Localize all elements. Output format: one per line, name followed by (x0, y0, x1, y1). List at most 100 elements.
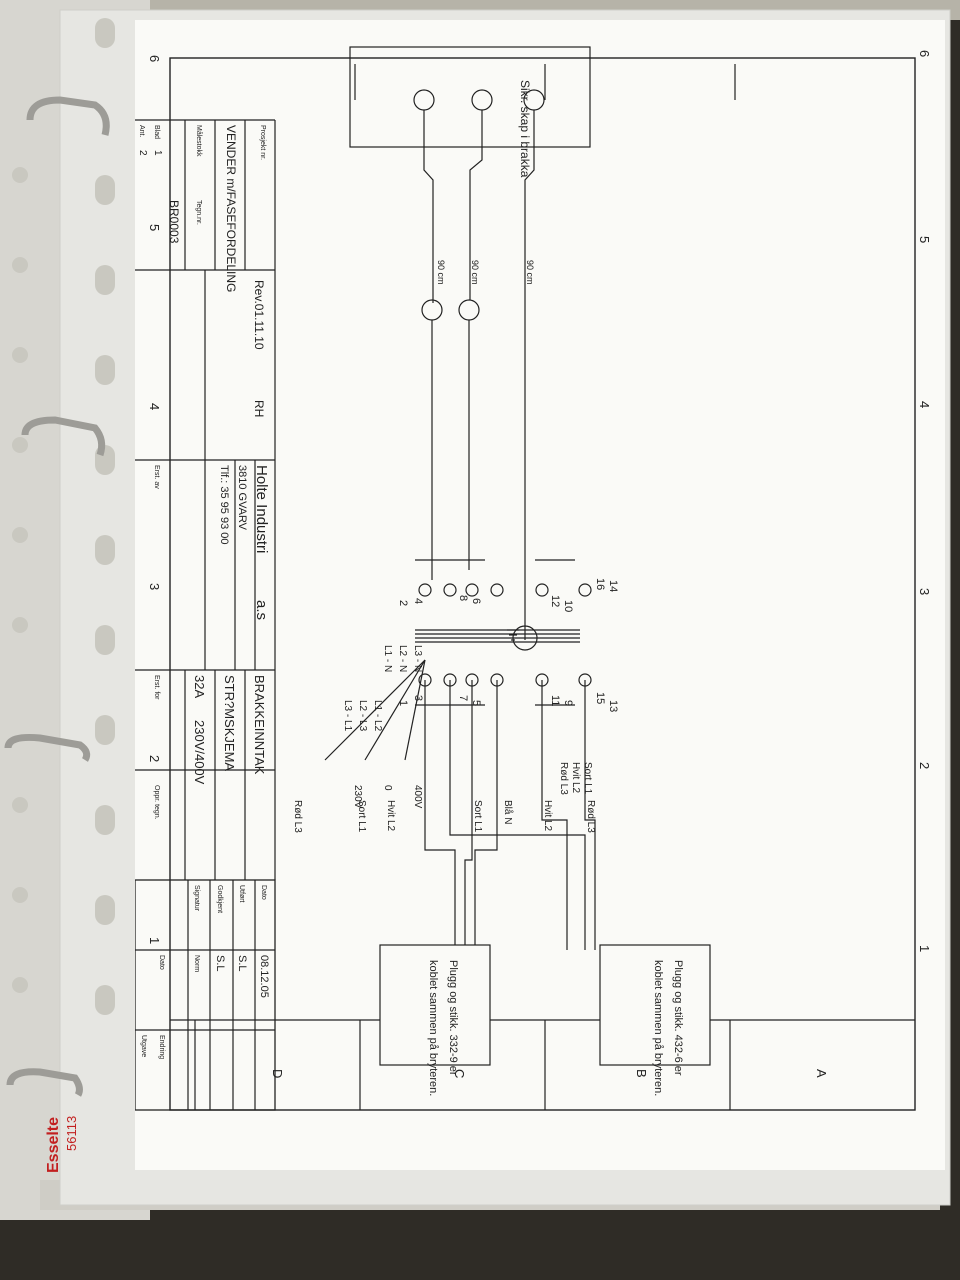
svg-text:08.12.05: 08.12.05 (258, 955, 270, 998)
binder-rings (4, 96, 110, 1097)
svg-text:VENDER m/FASEFORDELING: VENDER m/FASEFORDELING (224, 125, 238, 292)
svg-text:3: 3 (412, 695, 424, 701)
svg-text:Sort L1: Sort L1 (356, 800, 367, 833)
svg-text:16: 16 (594, 578, 606, 590)
svg-text:1: 1 (397, 700, 409, 706)
svg-text:2: 2 (137, 150, 148, 156)
svg-text:L1 - N: L1 - N (382, 645, 393, 672)
svg-text:1: 1 (147, 937, 162, 944)
lead-length-labels: 90 cm 90 cm 90 cm (436, 260, 535, 285)
svg-text:6: 6 (470, 598, 482, 604)
svg-text:BR0003: BR0003 (167, 200, 181, 244)
fuse-box (349, 46, 591, 148)
svg-text:1: 1 (917, 945, 932, 952)
svg-text:230V/400V: 230V/400V (192, 720, 207, 785)
punch-holes (12, 18, 115, 1015)
svg-text:230V: 230V (352, 785, 363, 809)
svg-text:Tlf.: 35 95 93 00: Tlf.: 35 95 93 00 (218, 465, 230, 545)
svg-text:14: 14 (607, 580, 619, 592)
svg-text:5: 5 (147, 224, 162, 231)
svg-text:Signatur: Signatur (193, 885, 200, 912)
svg-text:Målestokk: Målestokk (195, 125, 203, 157)
svg-text:Endring: Endring (158, 1035, 165, 1059)
svg-text:Tegn.nr.: Tegn.nr. (195, 200, 202, 225)
svg-text:7: 7 (457, 695, 469, 701)
svg-text:Utført: Utført (238, 885, 245, 903)
voltage-selector (324, 659, 426, 761)
svg-text:Rød L3: Rød L3 (292, 800, 303, 833)
title-block (135, 119, 276, 1111)
svg-text:3: 3 (917, 588, 932, 595)
svg-text:90 cm: 90 cm (525, 260, 535, 285)
svg-text:Hvit L2: Hvit L2 (570, 762, 581, 794)
svg-text:3: 3 (147, 583, 162, 590)
svg-text:Hvit L2: Hvit L2 (385, 800, 396, 832)
svg-text:L3 - L1: L3 - L1 (342, 700, 353, 732)
svg-text:RH: RH (252, 400, 266, 417)
svg-text:6: 6 (917, 50, 932, 57)
svg-text:S.L: S.L (214, 955, 226, 972)
voltage-labels: 400V 0 230V L3 - N L2 - N L1 - N L1 - L2… (342, 645, 423, 809)
svg-text:B: B (634, 1069, 649, 1078)
svg-text:0: 0 (382, 785, 393, 791)
plug-note-box-2 (379, 944, 491, 1066)
brand-name: Esselte (45, 1117, 62, 1173)
plug-note-1-line-1: Plugg og stikk. 432-6 er (672, 960, 684, 1076)
plug-note-2-line-2: koblet sammen på bryteren. (427, 960, 439, 1096)
svg-text:Blå N: Blå N (502, 800, 514, 824)
svg-text:BRAKKEINNTAK: BRAKKEINNTAK (252, 675, 267, 775)
svg-text:Norm: Norm (193, 955, 200, 972)
drawing-border (169, 57, 916, 1111)
svg-text:2: 2 (917, 762, 932, 769)
svg-text:C: C (452, 1069, 467, 1078)
svg-text:Utgave: Utgave (140, 1035, 147, 1057)
svg-text:a.s: a.s (253, 600, 270, 620)
schematic: 1 2 3 4 5 6 1 2 3 4 5 6 A B C D (135, 20, 945, 1170)
plug-note-box-1 (599, 944, 711, 1066)
svg-text:L1 - L2: L1 - L2 (372, 700, 383, 732)
svg-text:400V: 400V (412, 785, 423, 809)
svg-text:Sort L1: Sort L1 (582, 762, 593, 795)
svg-text:3810 GVARV: 3810 GVARV (236, 465, 248, 531)
svg-text:Oppr. tegn.: Oppr. tegn. (153, 785, 160, 820)
svg-text:Rød L3: Rød L3 (558, 762, 569, 795)
svg-text:12: 12 (549, 595, 561, 607)
svg-text:Blad: Blad (153, 125, 160, 139)
switch-contacts (415, 559, 592, 706)
svg-text:6: 6 (147, 55, 162, 62)
binder-brand-label: Esselte 56113 (40, 1055, 80, 1175)
wire-labels: Sort L1 Hvit L2 Rød L3 Rød L3 Hvit L2 Bl… (292, 762, 596, 833)
terminal-numbers: 16 14 15 13 12 10 11 9 8 6 7 5 4 2 3 1 (397, 578, 619, 712)
svg-text:L2 - N: L2 - N (397, 645, 408, 672)
svg-text:8: 8 (457, 595, 469, 601)
column-numbers: 1 2 3 4 5 6 1 2 3 4 5 6 (147, 50, 932, 952)
svg-text:A: A (814, 1069, 829, 1078)
svg-text:Rev.01.11.10: Rev.01.11.10 (252, 280, 266, 350)
svg-text:D: D (270, 1069, 285, 1078)
row-letters: A B C D (270, 1069, 829, 1078)
svg-text:Rød L3: Rød L3 (585, 800, 596, 833)
svg-text:5: 5 (470, 700, 482, 706)
svg-text:L3 - N: L3 - N (412, 645, 423, 672)
svg-text:10: 10 (562, 600, 574, 612)
product-number: 56113 (64, 1116, 79, 1151)
svg-text:1: 1 (152, 150, 163, 156)
svg-text:11: 11 (549, 695, 561, 706)
svg-text:2: 2 (147, 755, 162, 762)
svg-text:13: 13 (607, 700, 619, 712)
plug-note-1-line-2: koblet sammen på bryteren. (652, 960, 664, 1096)
fuse-box-label: Sikr. skap i brakka (518, 80, 532, 178)
drawing-sheet-frame: 1 2 3 4 5 6 1 2 3 4 5 6 A B C D (135, 20, 945, 1170)
svg-text:9: 9 (562, 700, 574, 706)
svg-text:Dato: Dato (158, 955, 165, 970)
svg-text:32A: 32A (192, 675, 207, 698)
plug-note-2-line-1: Plugg og stikk. 332-9 er (447, 960, 459, 1076)
svg-text:STR?MSKJEMA: STR?MSKJEMA (222, 675, 237, 771)
svg-text:S.L: S.L (236, 955, 248, 972)
svg-text:4: 4 (917, 401, 932, 408)
svg-text:Ant.: Ant. (138, 125, 145, 138)
svg-text:90 cm: 90 cm (470, 260, 480, 285)
svg-text:Erst. av: Erst. av (153, 465, 160, 489)
drawing-sheet: 1 2 3 4 5 6 1 2 3 4 5 6 A B C D (135, 20, 945, 1170)
